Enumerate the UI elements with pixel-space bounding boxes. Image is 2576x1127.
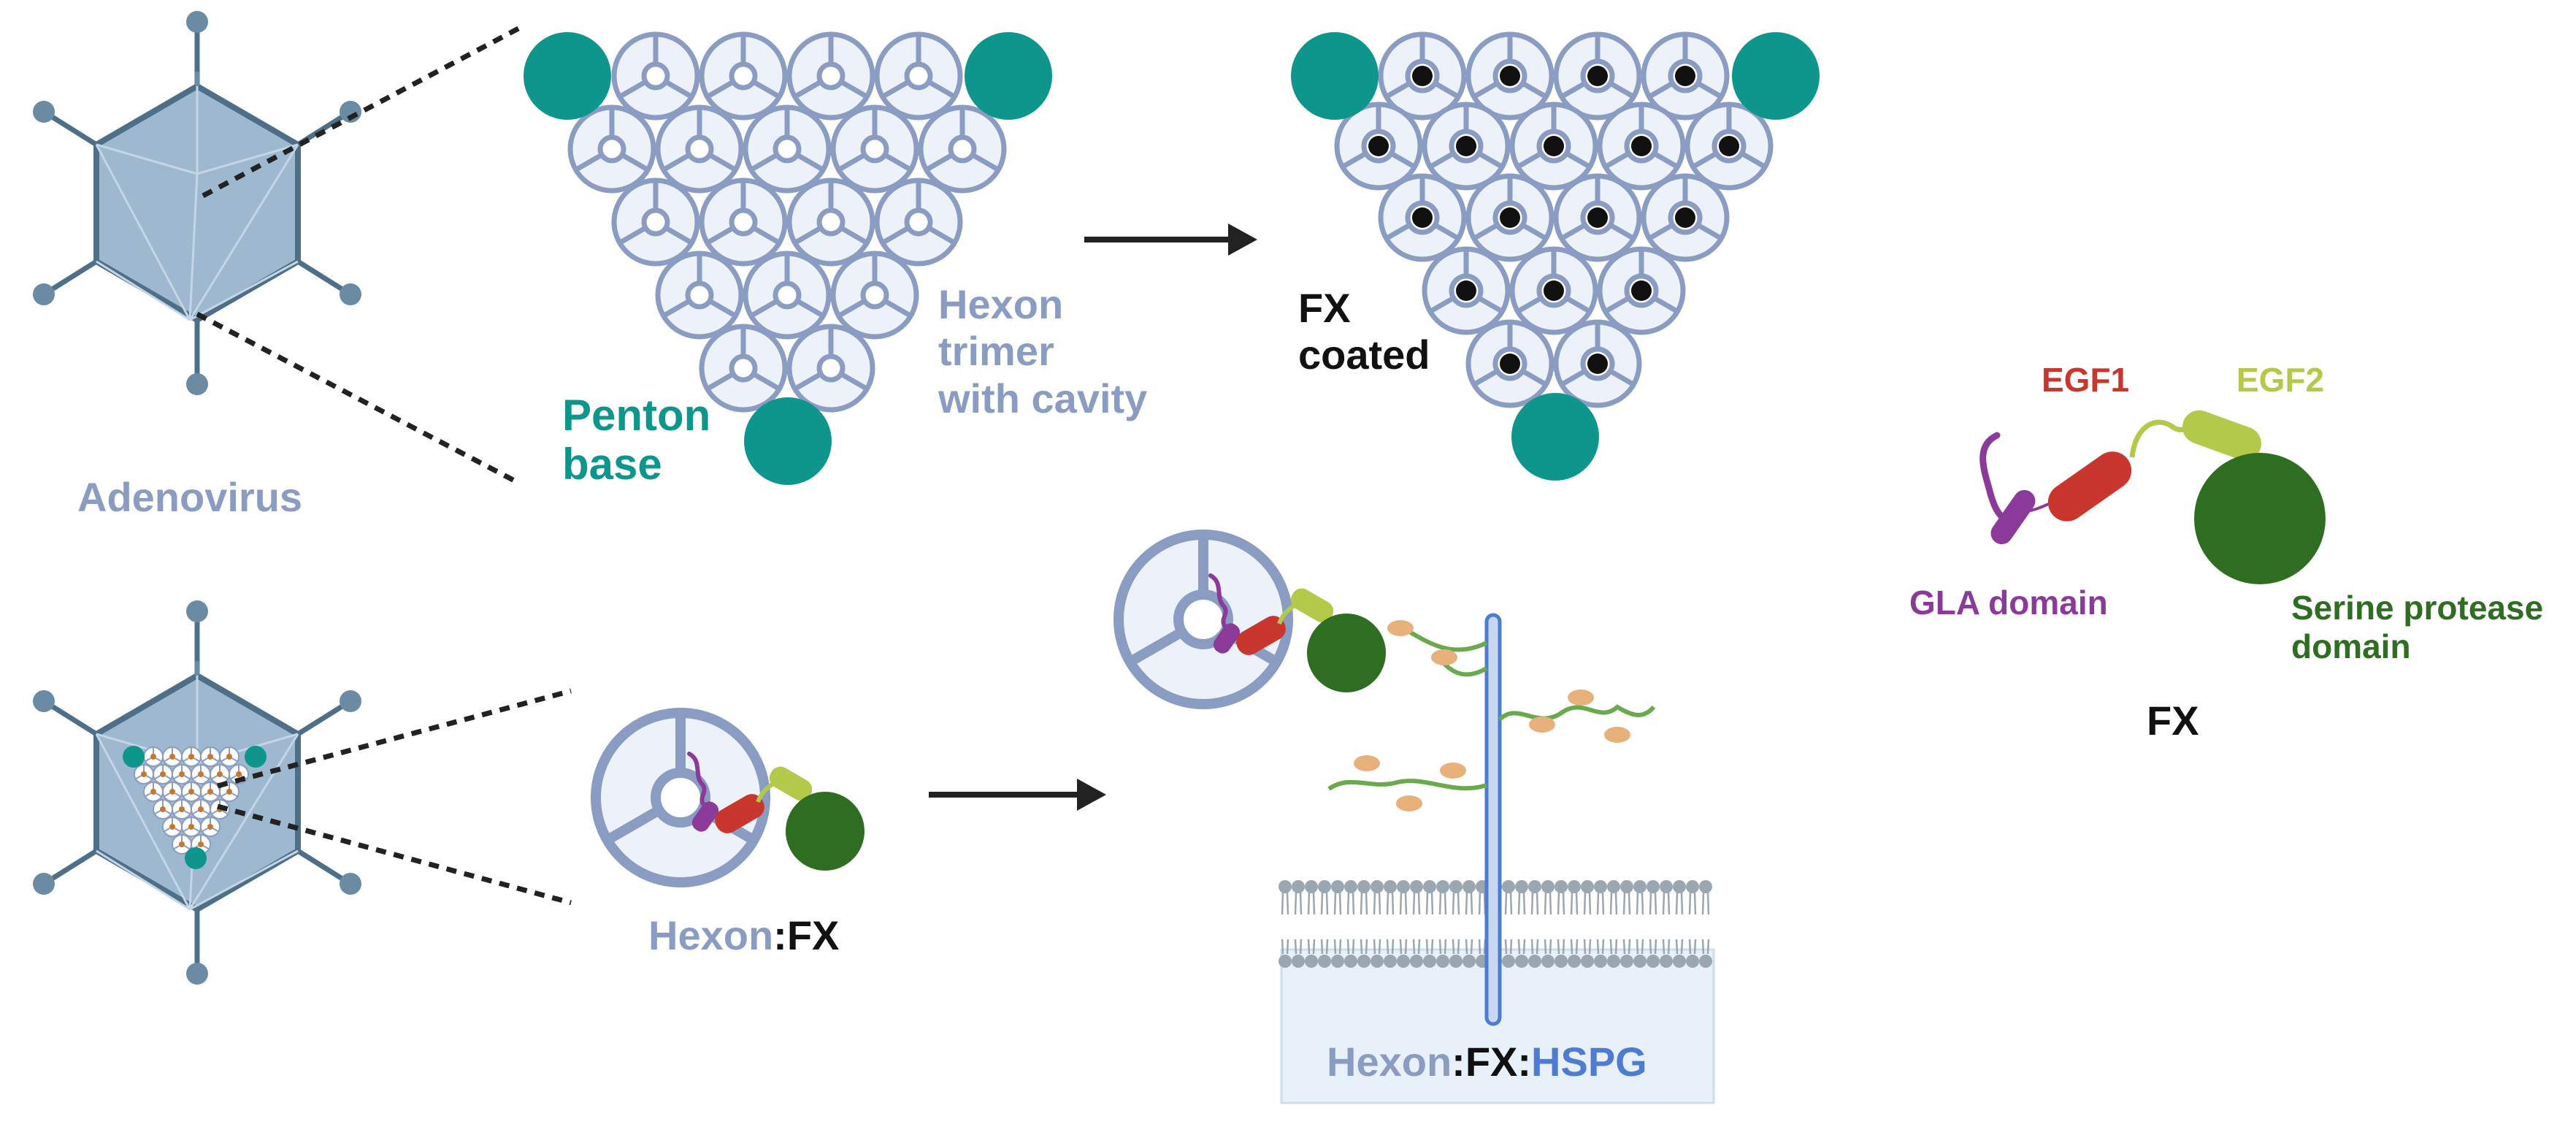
fx-coated-line1: FX xyxy=(1298,285,1351,331)
hexon-fx-hspg-label: Hexon:FX:HSPG xyxy=(1327,1039,1647,1085)
zoom-line-bottom-upper xyxy=(217,688,572,789)
serine-line1: Serine protease xyxy=(2291,589,2544,627)
fx-label: FX xyxy=(2147,698,2199,744)
hfh-hexon: Hexon xyxy=(1327,1039,1452,1085)
arrow-bottom xyxy=(929,779,1106,811)
hexon-label-line3: with cavity xyxy=(938,375,1148,421)
hexon-label-line2: trimer xyxy=(938,328,1054,375)
cell-membrane xyxy=(1279,880,1712,968)
arrow-top xyxy=(1084,224,1257,256)
hfh-fx: FX xyxy=(1465,1039,1518,1085)
fx-coated-label: FX coated xyxy=(1298,285,1430,379)
hexon-fx-fx: FX xyxy=(786,912,840,958)
hexon-trimer-label: Hexon trimer with cavity xyxy=(938,281,1147,422)
hexon-fx-label: Hexon:FX xyxy=(648,912,840,959)
egf2-label: EGF2 xyxy=(2236,361,2325,399)
hspg-core-protein xyxy=(1484,613,1502,1026)
fx-molecule-legend xyxy=(1979,410,2326,584)
penton-base-fx-left xyxy=(1291,32,1379,120)
zoom-line-top-lower xyxy=(196,311,521,486)
hexon-fx-hspg-complex xyxy=(1113,530,1386,709)
egf1-label: EGF1 xyxy=(2042,361,2130,399)
penton-base-bottom xyxy=(744,397,832,485)
hexon-fx-hexon: Hexon xyxy=(648,912,774,958)
hfh-hspg: HSPG xyxy=(1531,1039,1647,1085)
penton-label-line1: Penton xyxy=(562,391,711,440)
serine-line2: domain xyxy=(2291,627,2411,665)
penton-base-label: Penton base xyxy=(562,391,710,489)
zoom-line-bottom-lower xyxy=(217,803,572,906)
zoom-line-top-upper xyxy=(202,25,521,199)
hexon-label-line1: Hexon xyxy=(938,281,1064,327)
hspg-chains xyxy=(1327,620,1656,811)
fx-coated-line2: coated xyxy=(1298,332,1430,378)
penton-base-top-left xyxy=(524,32,611,120)
adenovirus-label: Adenovirus xyxy=(77,474,303,520)
hfh-sep2: : xyxy=(1517,1039,1532,1085)
mini-hexon-lattice xyxy=(123,746,267,869)
penton-label-line2: base xyxy=(562,440,662,489)
penton-base-fx-right xyxy=(1732,32,1820,120)
penton-base-top-right xyxy=(965,32,1052,120)
hexon-fx-complex xyxy=(591,708,865,887)
hfh-sep1: : xyxy=(1452,1039,1465,1085)
serine-protease-label: Serine protease domain xyxy=(2291,589,2543,666)
adenovirus-capsid-top xyxy=(33,11,361,395)
penton-base-fx-bottom xyxy=(1511,393,1599,481)
hexon-fx-sep: : xyxy=(773,912,787,958)
gla-domain-label: GLA domain xyxy=(1909,584,2108,622)
